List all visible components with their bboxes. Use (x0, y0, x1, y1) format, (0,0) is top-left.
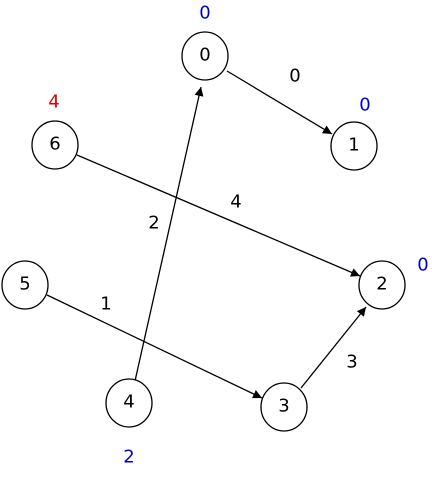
edges-layer: 0 4 2 1 3 (46, 66, 367, 399)
edge-6-to-2 (76, 154, 361, 277)
node-0: 00 (181, 3, 229, 81)
node-circle-5 (1, 260, 49, 310)
node-label-6: 6 (49, 134, 60, 155)
node-circle-3 (260, 382, 308, 432)
node-circle-0 (181, 31, 229, 81)
edge-weight-3-to-2: 3 (346, 352, 357, 373)
edge-5-to-3 (46, 294, 263, 399)
node-4: 42 (105, 378, 153, 468)
edge-weight-4-to-0: 2 (148, 213, 159, 234)
node-2: 20 (358, 255, 429, 310)
edge-0-to-1 (226, 70, 333, 135)
node-annotation-6: 4 (48, 92, 59, 113)
edge-weight-0-to-1: 0 (289, 66, 300, 87)
node-label-4: 4 (123, 392, 134, 413)
edge-4-to-0 (134, 86, 204, 382)
node-6: 64 (31, 92, 79, 170)
node-circle-6 (31, 120, 79, 170)
node-label-1: 1 (348, 135, 359, 156)
edge-3-to-2 (300, 306, 367, 389)
node-annotation-2: 0 (417, 255, 428, 276)
node-annotation-1: 0 (359, 95, 370, 116)
node-annotation-0: 0 (199, 3, 210, 24)
node-label-3: 3 (278, 396, 289, 417)
edge-weight-5-to-3: 1 (100, 294, 111, 315)
node-3: 3 (260, 382, 308, 432)
node-5: 5 (1, 260, 49, 310)
node-label-0: 0 (199, 45, 210, 66)
node-label-2: 2 (376, 274, 387, 295)
node-circle-4 (105, 378, 153, 428)
node-1: 10 (330, 95, 378, 171)
node-circle-2 (358, 260, 406, 310)
edge-weight-6-to-2: 4 (230, 192, 241, 213)
node-annotation-4: 2 (123, 447, 134, 468)
node-circle-1 (330, 121, 378, 171)
node-label-5: 5 (19, 274, 30, 295)
